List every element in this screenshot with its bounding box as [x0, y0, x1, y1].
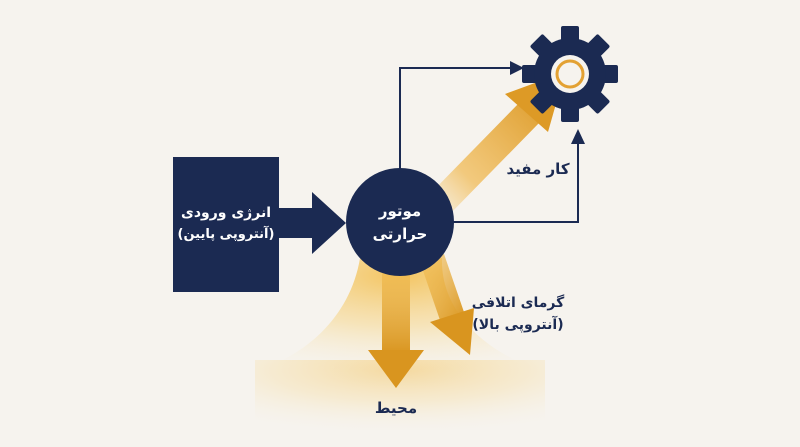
- environment-arrow: [368, 262, 424, 388]
- heat-engine-title: موتور: [378, 202, 422, 220]
- heat-engine-circle: [346, 168, 454, 276]
- useful-work-label: کار مفید: [506, 160, 570, 178]
- waste-heat-label: گرمای اتلافی (آنتروپی بالا): [458, 292, 578, 336]
- right-connector-line: [452, 142, 579, 223]
- waste-heat-title: گرمای اتلافی: [471, 295, 565, 311]
- input-energy-label: انرژی ورودی (آنتروپی پایین): [173, 203, 279, 245]
- right-connector-arrowhead: [571, 129, 585, 144]
- input-energy-subtitle: (آنتروپی پایین): [177, 227, 275, 242]
- input-energy-box: [173, 157, 279, 292]
- heat-engine-subtitle: حرارتی: [372, 225, 428, 243]
- heat-engine-label: موتور حرارتی: [350, 200, 450, 246]
- waste-heat-subtitle: (آنتروپی بالا): [472, 317, 564, 333]
- gear-icon: [522, 26, 618, 122]
- top-connector-arrowhead: [510, 61, 524, 75]
- top-connector-line: [399, 67, 512, 170]
- input-energy-title: انرژی ورودی: [180, 205, 271, 221]
- environment-label: محیط: [374, 399, 418, 417]
- waste-heat-arrow: [420, 254, 474, 355]
- input-arrow: [278, 192, 346, 254]
